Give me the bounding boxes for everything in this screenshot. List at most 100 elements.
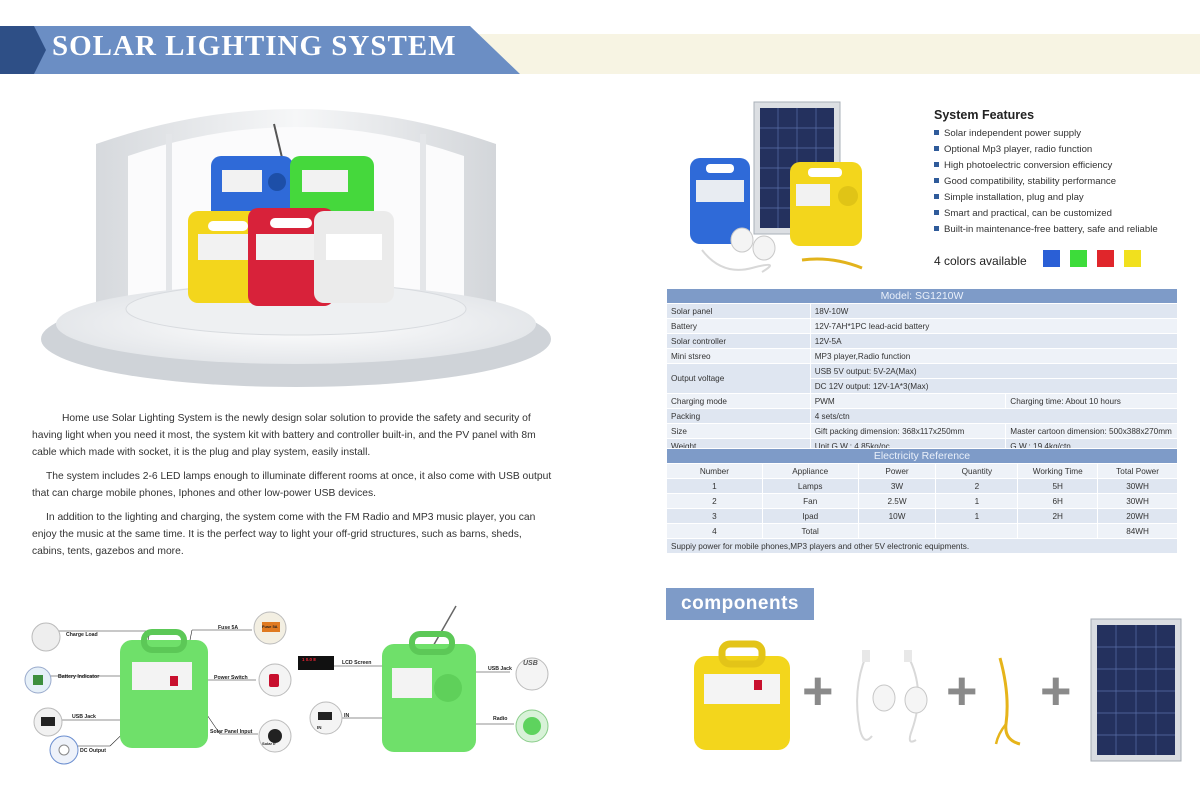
component-solar-panel-image xyxy=(1090,618,1182,762)
spec-label: Mini stsreo xyxy=(666,348,811,364)
spec-value: DC 12V output: 12V-1A*3(Max) xyxy=(809,378,1179,394)
spec-label: Battery xyxy=(666,318,811,334)
feature-item: Good compatibility, stability performanc… xyxy=(934,174,1158,190)
spec-value: USB 5V output: 5V-2A(Max) xyxy=(809,363,1179,379)
plus-icon: + xyxy=(802,661,834,721)
column-header: Number xyxy=(666,463,763,479)
label-radio: Radio xyxy=(493,716,508,722)
color-swatch-green xyxy=(1070,250,1087,267)
table-cell: 30WH xyxy=(1097,493,1178,509)
spec-label: Charging mode xyxy=(666,393,811,409)
label-fuse-small: Fuse 5A xyxy=(262,624,278,629)
table-row: 2 Fan 2.5W 1 6H 30WH xyxy=(666,493,1178,509)
usb-logo-text: USB xyxy=(523,660,538,667)
electricity-header: Electricity Reference xyxy=(666,448,1178,464)
features-title: System Features xyxy=(934,108,1035,122)
column-header: Quantity xyxy=(935,463,1019,479)
spec-value: Charging time: About 10 hours xyxy=(1005,393,1178,409)
feature-item: Solar independent power supply xyxy=(934,126,1158,142)
electricity-note: Suppiy power for mobile phones,MP3 playe… xyxy=(666,538,1178,554)
table-cell: 1 xyxy=(935,508,1019,524)
table-cell: 2 xyxy=(935,478,1019,494)
label-in: IN xyxy=(344,713,350,719)
label-usb-jack-left: USB Jack xyxy=(72,714,96,720)
table-cell: Total xyxy=(761,523,859,539)
table-cell xyxy=(1017,523,1099,539)
product-stage-illustration xyxy=(41,109,551,387)
color-swatch-red xyxy=(1097,250,1114,267)
description-paragraph: In addition to the lighting and charging… xyxy=(32,512,536,557)
plus-icon: + xyxy=(946,661,978,721)
label-solar-small: Solar Ir xyxy=(262,741,276,746)
bullet-icon xyxy=(934,146,939,151)
spec-value: PWM xyxy=(809,393,1007,409)
model-header: Model: SG1210W xyxy=(666,288,1178,304)
table-cell: 2.5W xyxy=(857,493,937,509)
spec-value: 12V-5A xyxy=(809,333,1179,349)
spec-value: Master cartoon dimension: 500x388x270mm xyxy=(1005,423,1178,439)
title-banner xyxy=(0,26,520,74)
page-title: SOLAR LIGHTING SYSTEM xyxy=(52,30,457,62)
lcd-digits: 1 0.0 8 xyxy=(302,657,316,662)
header-band xyxy=(440,34,1200,74)
table-cell: 5H xyxy=(1017,478,1099,494)
table-cell: 4 xyxy=(666,523,763,539)
bullet-icon xyxy=(934,210,939,215)
bullet-icon xyxy=(934,130,939,135)
spec-label: Solar panel xyxy=(666,303,811,319)
table-cell: 1 xyxy=(666,478,763,494)
table-cell: 20WH xyxy=(1097,508,1178,524)
table-cell xyxy=(857,523,937,539)
label-power-switch: Power Switch xyxy=(214,675,248,681)
spec-value: Gift packing dimension: 368x117x250mm xyxy=(809,423,1007,439)
color-swatch-blue xyxy=(1043,250,1060,267)
components-title: components xyxy=(666,588,814,620)
colors-label: 4 colors available xyxy=(934,254,1027,268)
plus-icon: + xyxy=(1040,661,1072,721)
spec-label: Solar controller xyxy=(666,333,811,349)
table-row: 4 Total 84WH xyxy=(666,523,1178,539)
features-list: Solar independent power supply Optional … xyxy=(934,126,1158,238)
bullet-icon xyxy=(934,194,939,199)
label-solar-panel-input: Solar Panel Input xyxy=(210,729,253,735)
product-kit-image xyxy=(690,101,863,273)
label-usb-jack-right: USB Jack xyxy=(488,666,512,672)
table-cell: Ipad xyxy=(761,508,859,524)
spec-value: 12V-7AH*1PC lead-acid battery xyxy=(809,318,1179,334)
table-cell: 3 xyxy=(666,508,763,524)
feature-item: Smart and practical, can be customized xyxy=(934,206,1158,222)
description-paragraph: Home use Solar Lighting System is the ne… xyxy=(32,413,536,458)
label-battery-indicator: Battery Indicator xyxy=(58,674,100,680)
table-cell: 3W xyxy=(857,478,937,494)
feature-item: Built-in maintenance-free battery, safe … xyxy=(934,222,1158,238)
table-cell: 1 xyxy=(935,493,1019,509)
color-swatch-yellow xyxy=(1124,250,1141,267)
spec-value: MP3 player,Radio function xyxy=(809,348,1179,364)
electricity-table: Electricity Reference Number Appliance P… xyxy=(666,448,1178,554)
table-cell: 2H xyxy=(1017,508,1099,524)
label-lcd-screen: LCD Screen xyxy=(342,660,372,666)
component-lamps-image xyxy=(856,650,928,743)
spec-value: 18V-10W xyxy=(809,303,1179,319)
table-row: 1 Lamps 3W 2 5H 30WH xyxy=(666,478,1178,494)
feature-item: High photoelectric conversion efficiency xyxy=(934,158,1158,174)
description-paragraph: The system includes 2-6 LED lamps enough… xyxy=(32,471,552,499)
column-header: Working Time xyxy=(1017,463,1099,479)
product-diagram xyxy=(24,605,549,765)
table-cell: 10W xyxy=(857,508,937,524)
bullet-icon xyxy=(934,226,939,231)
component-unit-image xyxy=(694,640,790,750)
table-cell: 2 xyxy=(666,493,763,509)
component-cable-image xyxy=(994,657,1021,746)
feature-item: Optional Mp3 player, radio function xyxy=(934,142,1158,158)
product-description: Home use Solar Lighting System is the ne… xyxy=(32,410,552,567)
label-fuse: Fuse 5A xyxy=(218,625,239,631)
spec-label: Size xyxy=(666,423,811,439)
label-charge-load: Charge Load xyxy=(66,632,98,638)
spec-label: Output voltage xyxy=(666,363,811,394)
table-cell: 30WH xyxy=(1097,478,1178,494)
table-row: 3 Ipad 10W 1 2H 20WH xyxy=(666,508,1178,524)
column-header: Appliance xyxy=(761,463,859,479)
label-in-small: IN xyxy=(317,725,322,730)
